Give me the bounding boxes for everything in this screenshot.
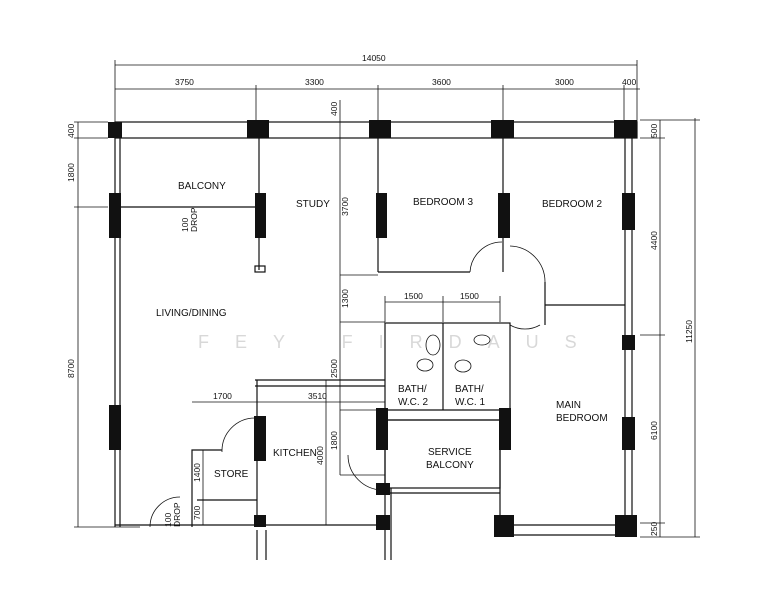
room-bath-1: BATH/ — [455, 384, 484, 395]
dimension-labels: 14050 3750 3300 3600 3000 400 400 1800 8… — [66, 53, 694, 536]
room-main-bedroom: MAIN — [556, 400, 581, 411]
room-bath-2: BATH/ — [398, 384, 427, 395]
room-service-balcony-2: BALCONY — [426, 460, 474, 471]
dim-kitchen-depth: 4000 — [315, 446, 325, 465]
dim-right-4: 250 — [649, 522, 659, 536]
room-main-bedroom-2: BEDROOM — [556, 413, 608, 424]
drop-note-2: 100 — [163, 513, 173, 527]
dim-right-3: 6100 — [649, 421, 659, 440]
room-service-balcony: SERVICE — [428, 447, 472, 458]
room-study: STUDY — [296, 199, 330, 210]
room-bath-1-wc: W.C. 1 — [455, 397, 485, 408]
dim-right-2: 4400 — [649, 231, 659, 250]
dim-corridor: 1300 — [340, 289, 350, 308]
dim-overall-width: 14050 — [362, 53, 386, 63]
dim-store-bottom: 700 — [192, 506, 202, 520]
dim-top-2: 3300 — [305, 77, 324, 87]
dim-right-1: 500 — [649, 124, 659, 138]
dim-left-2: 1800 — [66, 163, 76, 182]
room-kitchen: KITCHEN — [273, 448, 317, 459]
dim-top-1: 3750 — [175, 77, 194, 87]
dim-bath-depth: 2500 — [329, 359, 339, 378]
dimension-lines — [74, 60, 700, 538]
room-living-dining: LIVING/DINING — [156, 308, 227, 319]
room-bedroom-2: BEDROOM 2 — [542, 199, 602, 210]
room-balcony: BALCONY — [178, 181, 226, 192]
dim-top-3: 3600 — [432, 77, 451, 87]
dim-top-5: 400 — [622, 77, 636, 87]
watermark: FEY FIRDAUS — [198, 332, 603, 352]
dim-left-1: 400 — [66, 124, 76, 138]
dim-study-depth: 3700 — [340, 197, 350, 216]
drop-note-1b: DROP — [189, 207, 199, 232]
dim-store-width: 1700 — [213, 391, 232, 401]
dim-kitchen-width: 3510 — [308, 391, 327, 401]
drop-note-2b: DROP — [172, 502, 182, 527]
structural-columns — [108, 120, 637, 537]
room-labels: BALCONY STUDY BEDROOM 3 BEDROOM 2 LIVING… — [156, 181, 608, 527]
dim-left-3: 8700 — [66, 359, 76, 378]
dim-top-4: 3000 — [555, 77, 574, 87]
dim-service-depth: 1800 — [329, 431, 339, 450]
dim-overall-depth: 11250 — [684, 320, 694, 343]
dim-store-depth: 1400 — [192, 463, 202, 482]
room-bath-2-wc: W.C. 2 — [398, 397, 428, 408]
room-bedroom-3: BEDROOM 3 — [413, 197, 473, 208]
dim-bath-1-width: 1500 — [460, 291, 479, 301]
dim-study-top: 400 — [329, 102, 339, 116]
drop-note-1: 100 — [180, 218, 190, 232]
room-store: STORE — [214, 469, 249, 480]
dim-bath-2-width: 1500 — [404, 291, 423, 301]
